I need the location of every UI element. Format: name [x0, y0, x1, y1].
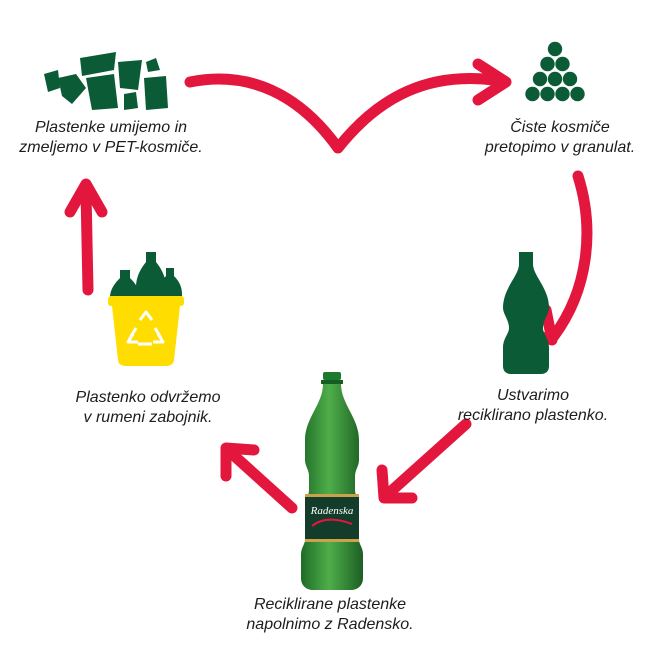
granule [562, 71, 578, 87]
arrow-right [548, 170, 593, 342]
cycle-arrows [64, 58, 593, 514]
caption-line: napolnimo z Radensko. [246, 616, 414, 633]
caption-shred: Plastenke umijemo in zmeljemo v PET-kosm… [6, 118, 216, 158]
bottle-icon [503, 252, 549, 374]
caption-line: Čiste kosmiče [510, 119, 610, 136]
granule [525, 86, 540, 102]
granule [555, 86, 570, 102]
granulate-pile-icon [525, 41, 585, 102]
granule [532, 71, 548, 87]
arrow-left-head [64, 178, 108, 218]
caption-line: zmeljemo v PET-kosmiče. [19, 139, 203, 156]
granule [570, 86, 585, 102]
plastic-flakes-icon [44, 52, 168, 110]
caption-line: Reciklirane plastenke [253, 596, 407, 613]
arrow-bottom-right [382, 418, 472, 500]
caption-refill: Reciklirane plastenke napolnimo z Radens… [222, 595, 438, 635]
yellow-recycle-bin-icon [108, 252, 184, 366]
caption-produce: Ustvarimo reciklirano plastenko. [438, 386, 628, 426]
arrow-top-head [472, 58, 512, 106]
granule [540, 86, 555, 102]
caption-granulate: Čiste kosmiče pretopimo v granulat. [468, 118, 652, 158]
granule [540, 56, 555, 72]
granule [555, 56, 570, 72]
arrow-bottom-right-head [376, 464, 418, 504]
granule [547, 41, 563, 57]
caption-line: reciklirano plastenko. [457, 407, 609, 424]
arrow-bottom-left-head [220, 442, 260, 482]
radenska-bottle-icon: Radenska [301, 372, 363, 590]
granule [547, 71, 563, 87]
arrow-bottom-left [224, 446, 298, 514]
caption-line: v rumeni zabojnik. [83, 409, 213, 426]
radenska-label: Radenska [310, 505, 354, 517]
arrow-left [80, 186, 94, 296]
recycle-symbol-icon [126, 310, 165, 346]
caption-line: pretopimo v granulat. [484, 139, 636, 156]
arrow-top [184, 72, 500, 154]
caption-line: Ustvarimo [496, 387, 569, 404]
caption-line: Plastenko odvržemo [75, 389, 221, 406]
caption-line: Plastenke umijemo in [34, 119, 188, 136]
caption-dispose: Plastenko odvržemo v rumeni zabojnik. [40, 388, 256, 428]
